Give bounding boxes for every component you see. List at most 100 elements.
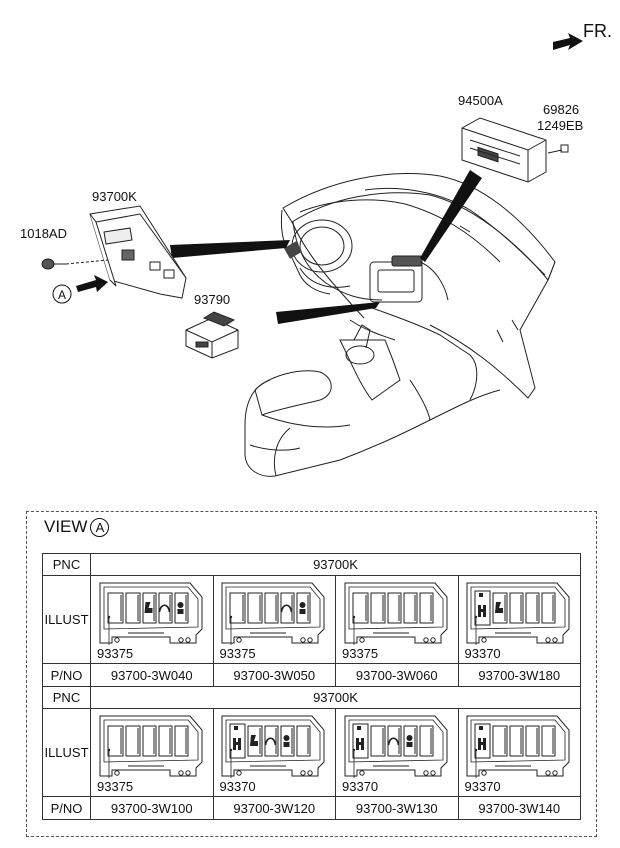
leader-dot: [230, 748, 233, 752]
hook-icon-bar: [478, 742, 487, 745]
switch-button: [492, 725, 508, 757]
callout-69826: 69826: [543, 102, 580, 117]
pno-header-2: P/NO: [42, 796, 91, 820]
switch-button: [174, 725, 189, 757]
illust-cell: 93370: [335, 708, 459, 797]
hook-icon-bar: [478, 609, 487, 612]
hook-icon: [479, 593, 484, 597]
person-icon-body: [406, 742, 413, 747]
screw-1249EB-drawing: [547, 144, 569, 154]
switch-button: [525, 592, 540, 624]
switch-panel-illustration: [344, 715, 448, 778]
leader-dot: [230, 615, 233, 619]
installed-switch-marker: [283, 241, 303, 259]
switch-button: [296, 725, 311, 757]
pnc-header-2: PNC: [42, 686, 91, 709]
mount-hole: [481, 637, 487, 643]
callout-93790: 93790: [194, 292, 231, 307]
switch-panel-illustration: [466, 715, 570, 778]
switch-button: [296, 592, 311, 624]
mount-hole: [481, 770, 487, 776]
callout-1018AD: 1018AD: [20, 226, 67, 241]
switch-button: [403, 725, 418, 757]
illust-cell: 93370: [212, 708, 336, 797]
leader-arrow-93700K: [170, 240, 290, 258]
pnc-row-2: PNC 93700K: [42, 686, 581, 709]
view-a-arrow: [76, 275, 108, 292]
leader-dot: [475, 748, 478, 752]
switch-button: [125, 725, 141, 757]
mount-hole: [114, 637, 120, 643]
front-direction-arrow: [553, 33, 583, 50]
mount-hole: [545, 637, 551, 643]
callout-94500A: 94500A: [458, 93, 503, 108]
switch-panel-inner-outline: [348, 719, 444, 763]
pnc-value-1: 93700K: [90, 553, 581, 576]
front-direction-label: FR.: [583, 21, 612, 41]
switch-panel-inner-outline: [225, 586, 321, 630]
switch-button: [107, 725, 124, 757]
switch-button: [280, 592, 295, 624]
pno-value: 93700-3W100: [90, 796, 214, 820]
switch-panel-illustration: [221, 715, 325, 778]
leader-dot: [352, 748, 355, 752]
person-icon: [177, 602, 184, 608]
mount-hole: [236, 637, 242, 643]
view-a-marker-text: A: [58, 288, 66, 302]
pno-value: 93700-3W060: [335, 663, 459, 687]
switch-button: [174, 592, 189, 624]
switch-part-number: 93375: [97, 779, 134, 794]
pnc-value-2: 93700K: [90, 686, 581, 709]
pnc-header-1: PNC: [42, 553, 91, 576]
mount-hole: [430, 637, 436, 643]
mount-hole: [185, 770, 191, 776]
switch-part-number: 93375: [342, 646, 379, 661]
wave-icon: [264, 737, 277, 746]
switch-button: [264, 725, 279, 757]
illust-cell: 93375: [90, 708, 214, 797]
mount-hole: [236, 770, 242, 776]
seat-icon: [144, 602, 153, 613]
switch-part-number: 93370: [342, 779, 379, 794]
person-icon: [406, 735, 413, 741]
switch-button: [419, 725, 434, 757]
leader-arrow-94500A: [420, 170, 482, 262]
pno-value: 93700-3W130: [335, 796, 459, 820]
leader-dot: [107, 748, 110, 752]
pno-row-1: P/NO 93700-3W040 93700-3W050 93700-3W060…: [42, 663, 581, 687]
view-a-title-marker: A: [90, 518, 110, 537]
switch-panel-illustration: [99, 715, 203, 778]
leader-dot: [107, 615, 110, 619]
switch-button: [158, 725, 173, 757]
person-icon: [283, 735, 290, 741]
pno-row-2: P/NO 93700-3W100 93700-3W120 93700-3W130…: [42, 796, 581, 820]
mount-hole: [359, 770, 365, 776]
illust-header-2: ILLUST: [42, 708, 91, 797]
switch-panel-inner-outline: [103, 719, 199, 763]
illust-cell: 93375: [335, 575, 459, 664]
switch-button: [419, 592, 434, 624]
switch-button: [525, 725, 540, 757]
person-icon-body: [283, 742, 290, 747]
mount-hole: [178, 637, 184, 643]
hook-icon: [356, 726, 361, 730]
switch-button: [352, 592, 369, 624]
illust-cell: 93370: [457, 708, 581, 797]
switch-button: [107, 592, 124, 624]
switch-button: [387, 725, 402, 757]
switch-panel-inner-outline: [225, 719, 321, 763]
illust-cell: 93370: [457, 575, 581, 664]
pno-header-1: P/NO: [42, 663, 91, 687]
switch-panel-inner-outline: [348, 586, 444, 630]
part-93790-drawing: [185, 311, 239, 359]
wave-icon: [387, 737, 400, 746]
pno-value: 93700-3W120: [212, 796, 336, 820]
switch-panel-inner-outline: [470, 719, 566, 763]
mount-hole: [423, 770, 429, 776]
mount-hole: [300, 770, 306, 776]
switch-panel-illustration: [99, 582, 203, 645]
illust-cell: 93375: [212, 575, 336, 664]
switch-button: [229, 592, 246, 624]
hook-icon-bar: [355, 742, 364, 745]
